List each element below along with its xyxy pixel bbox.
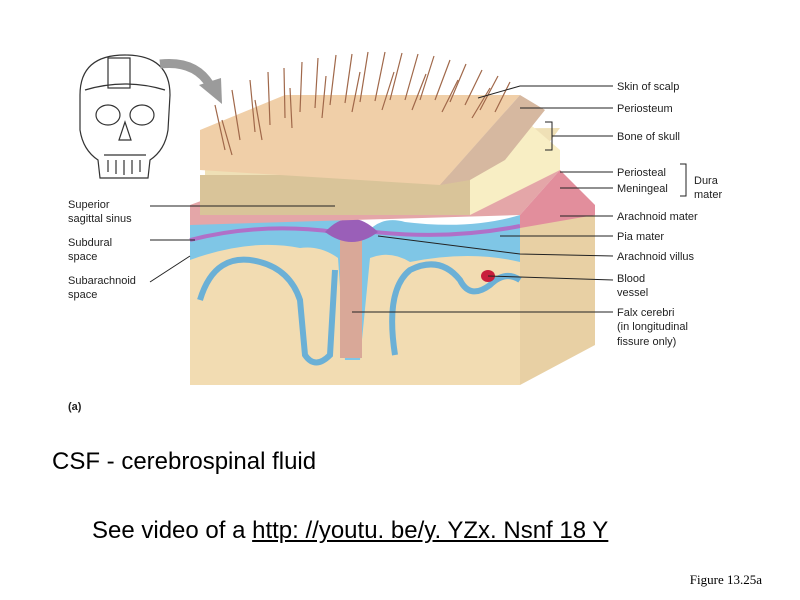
meninges-diagram: Skin of scalp Periosteum Bone of skull P… bbox=[0, 0, 800, 420]
brain-side-face bbox=[520, 205, 595, 385]
skull-illustration bbox=[80, 55, 170, 178]
label-meningeal: Meningeal bbox=[617, 183, 668, 195]
label-dura: Dura bbox=[694, 175, 719, 187]
label-superior: Superior bbox=[68, 199, 110, 211]
label-falx-fissure: fissure only) bbox=[617, 336, 676, 348]
label-bone-of-skull: Bone of skull bbox=[617, 131, 680, 143]
video-link[interactable]: http: //youtu. be/y. YZx. Nsnf 18 Y bbox=[252, 517, 608, 544]
label-pia-mater: Pia mater bbox=[617, 231, 664, 243]
video-prefix: See video of a bbox=[92, 517, 252, 544]
label-subdural: Subdural bbox=[68, 237, 112, 249]
label-subarachnoid: Subarachnoid bbox=[68, 275, 136, 287]
caption: CSF - cerebrospinal fluid bbox=[52, 448, 316, 476]
label-falx-cerebri: Falx cerebri bbox=[617, 307, 674, 319]
label-vessel: vessel bbox=[617, 287, 648, 299]
label-subdural-space: space bbox=[68, 251, 97, 263]
label-sagittal-sinus: sagittal sinus bbox=[68, 213, 132, 225]
label-skin-of-scalp: Skin of scalp bbox=[617, 81, 679, 93]
label-periosteum: Periosteum bbox=[617, 103, 673, 115]
label-subarachnoid-space: space bbox=[68, 289, 97, 301]
video-line: See video of a http: //youtu. be/y. YZx.… bbox=[92, 517, 608, 545]
label-blood: Blood bbox=[617, 273, 645, 285]
falx-cerebri bbox=[340, 228, 362, 358]
label-periosteal: Periosteal bbox=[617, 167, 666, 179]
figure-reference: Figure 13.25a bbox=[690, 572, 762, 588]
panel-label: (a) bbox=[68, 401, 82, 413]
label-arachnoid-villus: Arachnoid villus bbox=[617, 251, 695, 263]
label-arachnoid-mater: Arachnoid mater bbox=[617, 211, 698, 223]
label-mater: mater bbox=[694, 189, 722, 201]
label-falx-longitudinal: (in longitudinal bbox=[617, 321, 688, 333]
